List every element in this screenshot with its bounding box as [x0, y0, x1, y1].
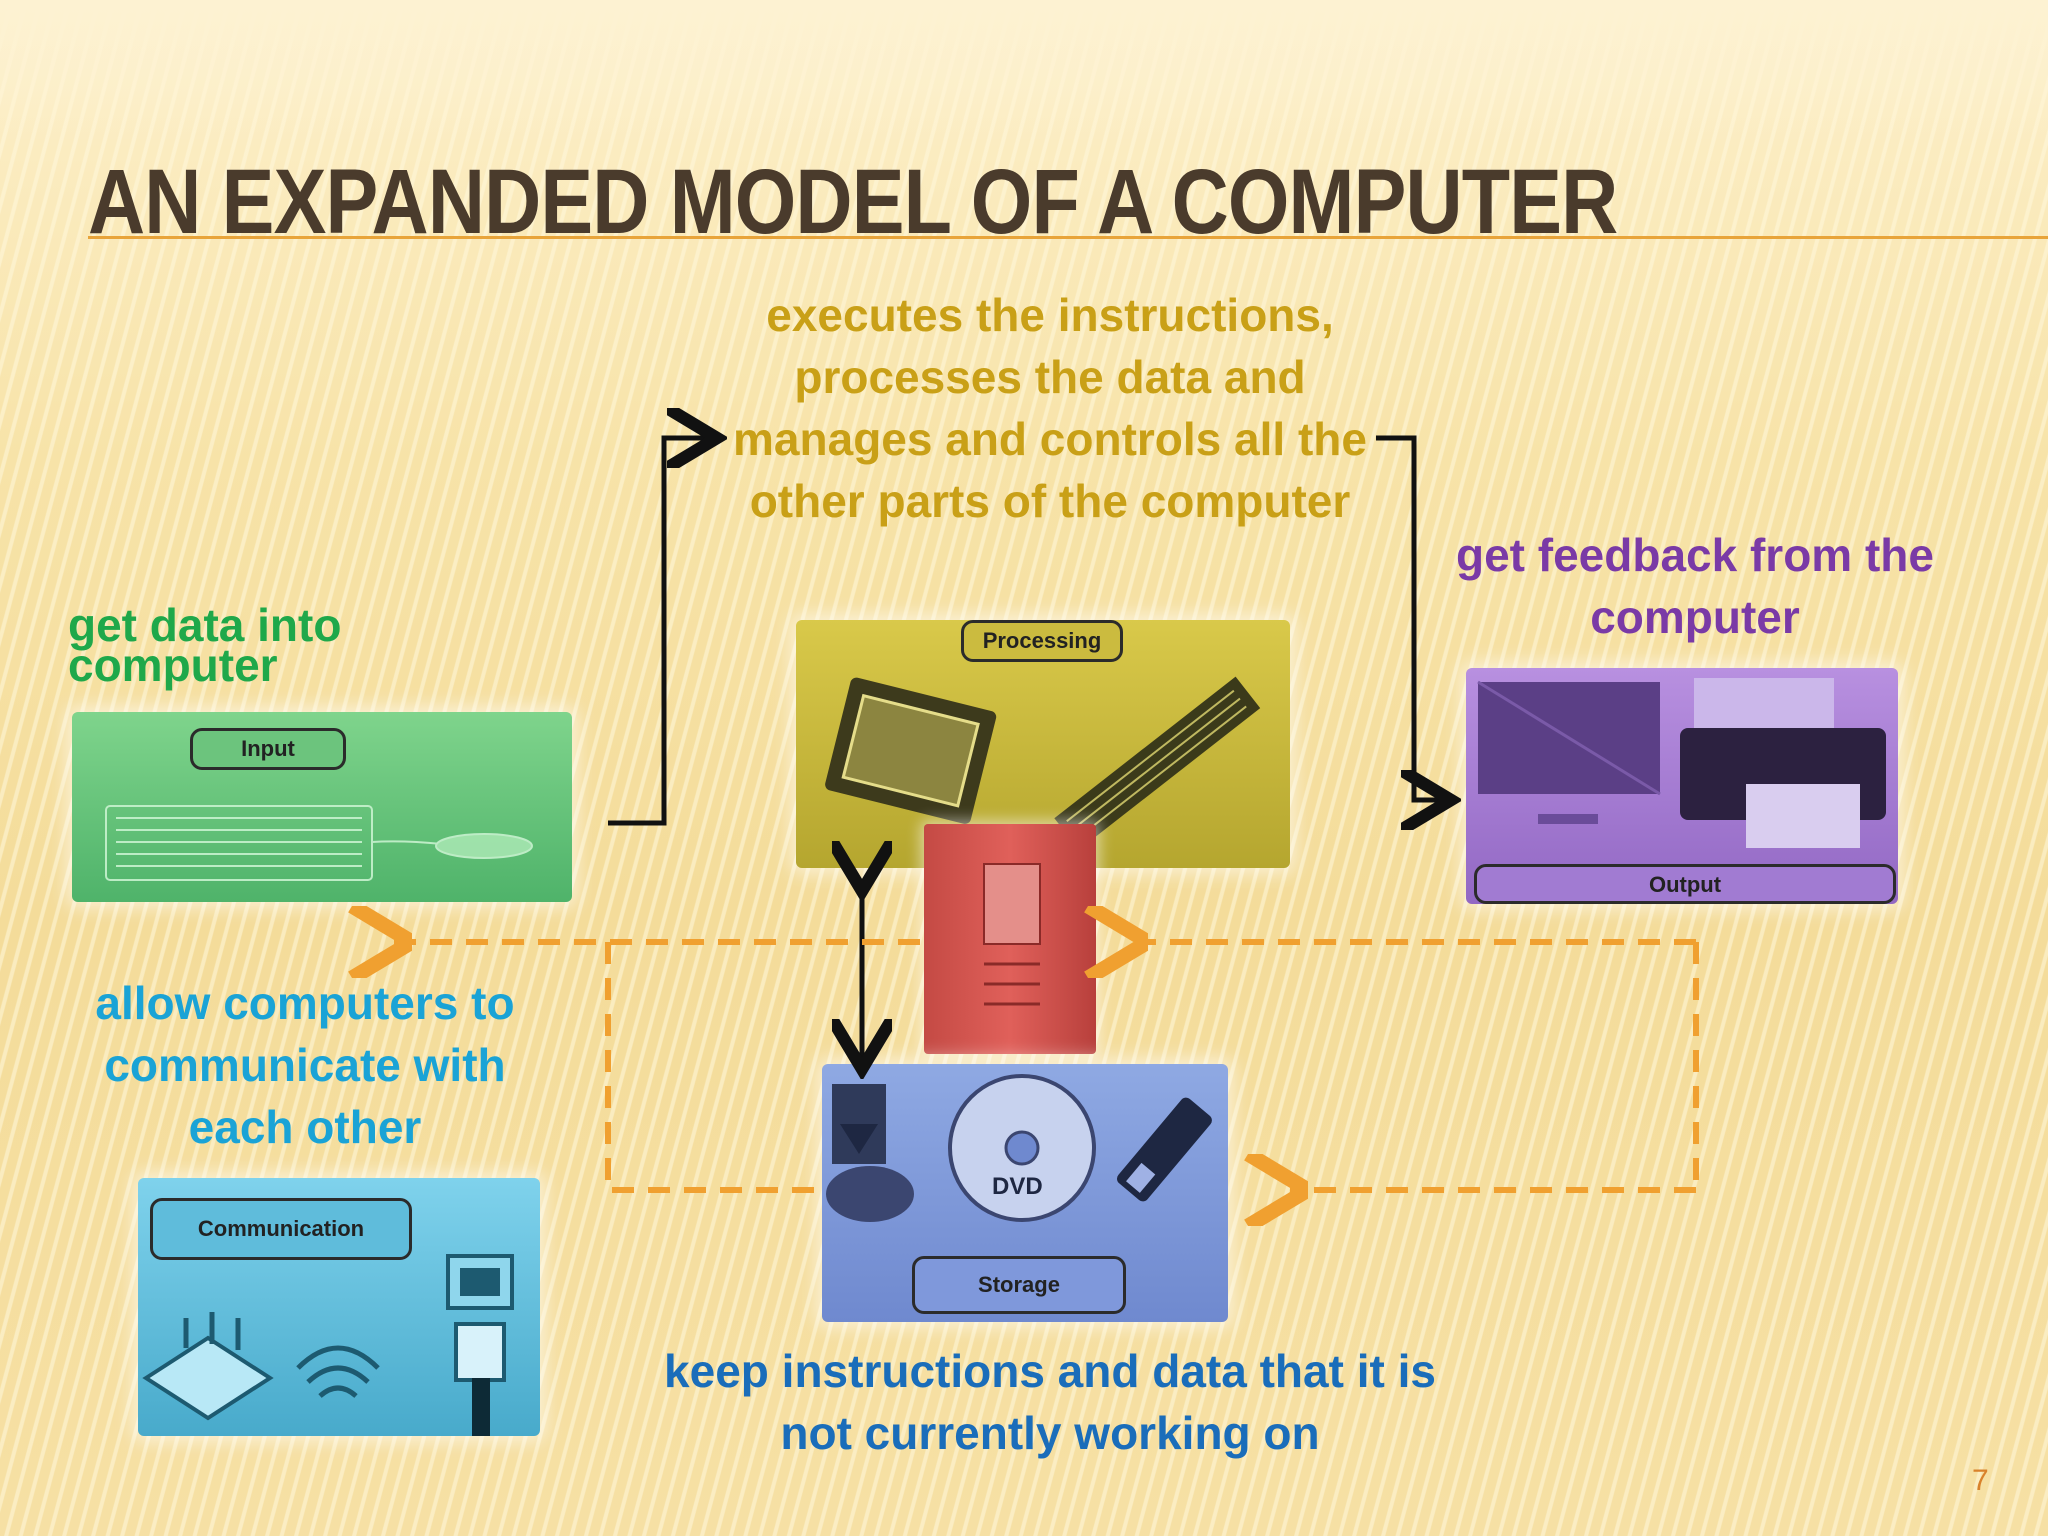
- processing-to-output-arrow: [1376, 435, 1446, 800]
- output-box: Output: [1466, 668, 1898, 904]
- tower-details: [983, 863, 1041, 1006]
- router-wifi-cable-icon: [142, 1254, 514, 1436]
- input-tag: Input: [190, 728, 346, 770]
- dvd-label: DVD: [992, 1173, 1043, 1200]
- input-description: get data into computer: [68, 599, 342, 691]
- communication-box: Communication: [138, 1178, 540, 1436]
- title-underline: [88, 236, 2048, 239]
- communication-tag: Communication: [150, 1198, 412, 1260]
- dashed-left-loop: [605, 942, 822, 1193]
- processing-description: executes the instructions, processes the…: [733, 289, 1367, 527]
- communication-description: allow computers to communicate with each…: [95, 977, 515, 1153]
- storage-description: keep instructions and data that it is no…: [664, 1345, 1436, 1459]
- computer-tower-icon: [924, 824, 1096, 1054]
- input-to-processing-arrow: [608, 438, 712, 826]
- storage-tag: Storage: [912, 1256, 1126, 1314]
- cpu-ram-icon: [825, 676, 1261, 850]
- monitor-printer-icon: [1477, 678, 1886, 848]
- keyboard-mouse-icon: [105, 805, 533, 881]
- page-number: 7: [1972, 1464, 1989, 1497]
- processing-tag: Processing: [961, 620, 1123, 662]
- output-description: get feedback from the computer: [1456, 529, 1934, 643]
- storage-box: DVD Storage: [822, 1064, 1228, 1322]
- output-tag: Output: [1474, 864, 1896, 904]
- top-fade: [0, 0, 2048, 140]
- input-box: Input: [72, 712, 572, 902]
- storage-devices-icon: DVD: [826, 1074, 1212, 1222]
